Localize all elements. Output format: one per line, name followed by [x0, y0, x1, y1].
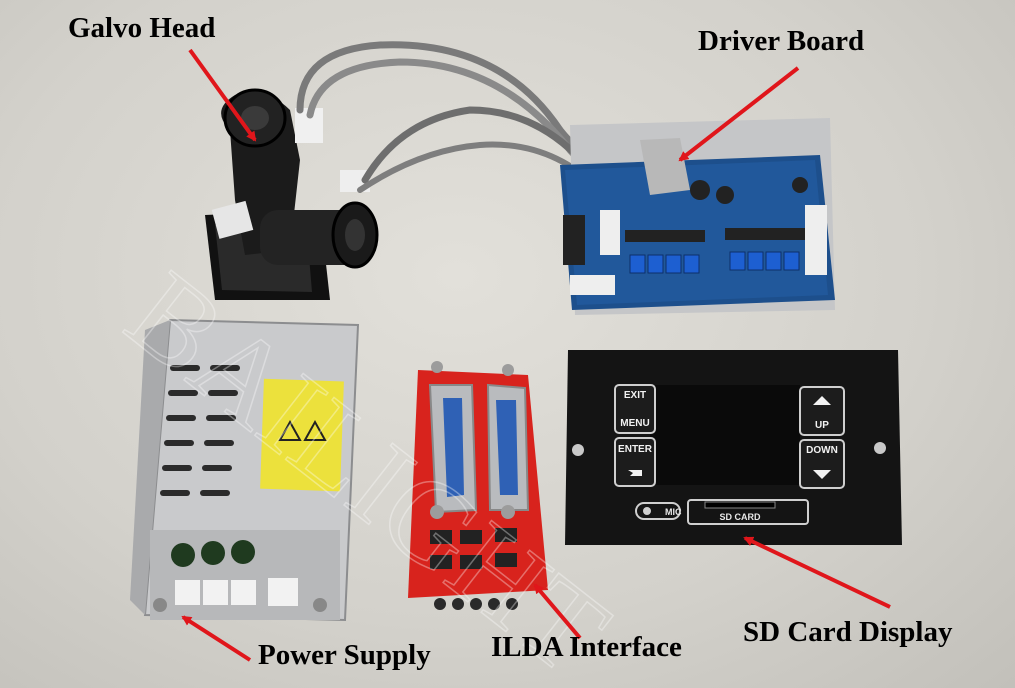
arrow-ilda [533, 583, 582, 640]
exit-label: EXIT [624, 390, 646, 401]
enter-label: ENTER [618, 444, 653, 455]
sd-card-slot-label: SD CARD [719, 512, 761, 522]
ilda-interface-label: ILDA Interface [491, 631, 682, 663]
power-supply [130, 318, 360, 622]
sd-card-display [565, 350, 902, 545]
galvo-head-label: Galvo Head [68, 12, 216, 44]
down-label: DOWN [806, 445, 838, 456]
arrow-power [181, 615, 252, 662]
driver-board-label: Driver Board [698, 25, 865, 57]
galvo-head [205, 88, 379, 300]
power-supply-label: Power Supply [258, 639, 431, 671]
ilda-interface [408, 361, 548, 610]
arrow-galvo [188, 48, 257, 142]
menu-label: MENU [620, 418, 649, 429]
arrow-driver [678, 66, 800, 162]
sd-panel-buttons [614, 384, 845, 489]
driver-board [560, 118, 835, 315]
sd-card-display-label: SD Card Display [743, 616, 953, 648]
arrow-sd [743, 536, 891, 609]
mic-label: MIC [665, 507, 682, 517]
callout-arrows [181, 48, 891, 662]
up-label: UP [815, 420, 829, 431]
